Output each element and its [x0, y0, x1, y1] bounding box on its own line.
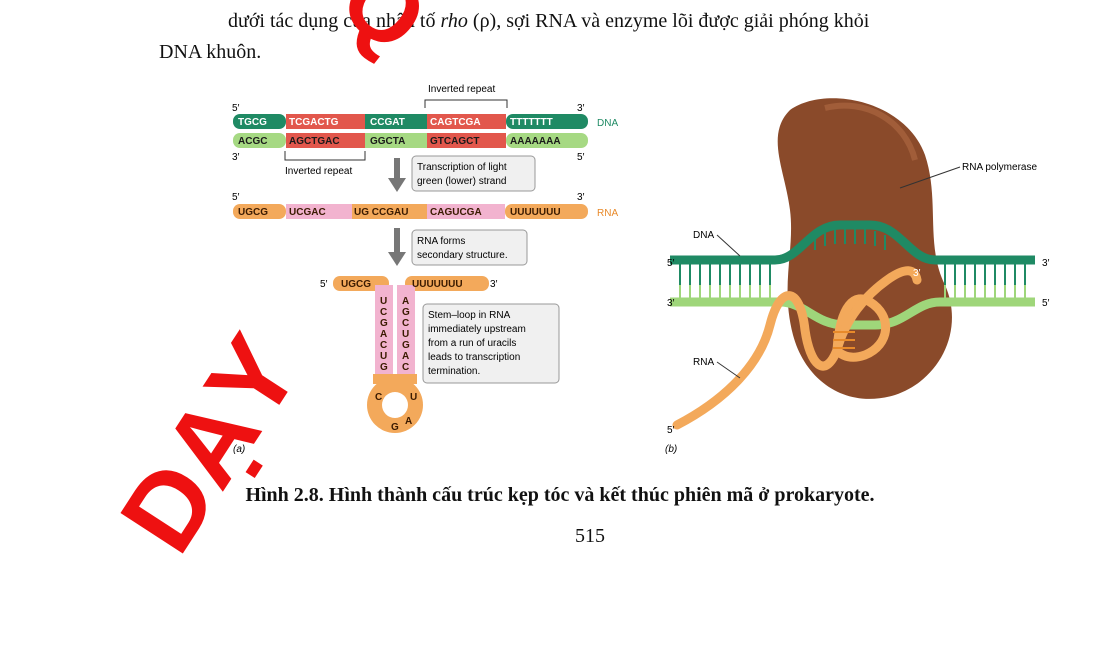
line1-text-before: dưới tác dụng của nhân tố — [228, 10, 441, 32]
stem-left-6: U — [380, 351, 387, 362]
dna-label-b: DNA — [693, 230, 714, 241]
inverted-repeat-top-label: Inverted repeat — [428, 84, 495, 95]
rna-seq-2: UCGAC — [289, 207, 326, 218]
stem-right-1: A — [402, 296, 409, 307]
box1-line-2: green (lower) strand — [417, 176, 506, 187]
rna-label-b: RNA — [693, 357, 714, 368]
box2-line-2: secondary structure. — [417, 250, 508, 261]
dna-top-3prime: 3′ — [577, 103, 585, 114]
loop-base-4: U — [410, 392, 417, 403]
dna-bottom-seq-5: AAAAAAA — [510, 136, 561, 147]
rna-strand-b — [672, 266, 922, 430]
panel-a: Inverted repeat 5′ 3′ TGCG TCGACTG CCGAT… — [232, 84, 618, 455]
arrow-1 — [388, 158, 406, 192]
dna-label: DNA — [597, 118, 618, 129]
stem-left-5: C — [380, 340, 387, 351]
stem-left-7: G — [380, 362, 388, 373]
b-rna-5prime: 5′ — [667, 425, 675, 436]
box2-line-1: RNA forms — [417, 236, 465, 247]
stem-left-1: U — [380, 296, 387, 307]
dna-top-seq-5: TTTTTTT — [510, 117, 553, 128]
paragraph-line-2: DNA khuôn. — [159, 41, 262, 63]
rna-polymerase-label: RNA polymerase — [962, 162, 1037, 173]
panel-b-label: (b) — [665, 444, 677, 455]
dna-bottom-strand: ACGC AGCTGAC GGCTA GTCAGCT AAAAAAA — [233, 133, 588, 148]
watermark-top-fragment: Q — [321, 0, 447, 74]
b-dna-bottom-5prime: 5′ — [1042, 298, 1050, 309]
rho-italic: rho — [440, 10, 468, 32]
rna-seq-4: CAGUCGA — [430, 207, 482, 218]
dna-bottom-seq-4: GTCAGCT — [430, 136, 479, 147]
stem-right-6: A — [402, 351, 409, 362]
dna-top-seq-3: CCGAT — [370, 117, 405, 128]
stem-right-4: U — [402, 329, 409, 340]
dna-bottom-seq-3: GGCTA — [370, 136, 405, 147]
stem-left-4: A — [380, 329, 387, 340]
transcription-termination-figure: Inverted repeat 5′ 3′ TGCG TCGACTG CCGAT… — [232, 84, 1050, 455]
dna-bottom-seq-1: ACGC — [238, 136, 267, 147]
b-dna-bottom-3prime: 3′ — [667, 298, 675, 309]
box3-line-1: Stem–loop in RNA — [428, 310, 511, 321]
panel-a-label: (a) — [233, 444, 245, 455]
stem-right-2: G — [402, 307, 410, 318]
rna-hairpin: UGCG UUUUUUU U C G A C U G A G C U G A C… — [333, 276, 489, 433]
box-transcription: Transcription of light green (lower) str… — [411, 155, 536, 192]
stem-right-3: C — [402, 318, 409, 329]
dna-top-seq-4: CAGTCGA — [430, 117, 481, 128]
dna-top-strand: TGCG TCGACTG CCGAT CAGTCGA TTTTTTT — [233, 114, 588, 129]
box-stem-loop: Stem–loop in RNA immediately upstream fr… — [422, 303, 560, 384]
line1-text-after: (ρ), sợi RNA và enzyme lõi được giải phó… — [467, 10, 870, 32]
hairpin-5-seq: UGCG — [341, 279, 371, 290]
b-dna-top-5prime: 5′ — [667, 258, 675, 269]
arrow-2 — [388, 228, 406, 266]
loop-base-1: C — [375, 392, 382, 403]
b-dna-top-3prime: 3′ — [1042, 258, 1050, 269]
box3-line-4: leads to transcription — [428, 352, 520, 363]
dna-top-5prime: 5′ — [232, 103, 240, 114]
inverted-repeat-bottom-label: Inverted repeat — [285, 166, 352, 177]
dna-bottom-seq-2: AGCTGAC — [289, 136, 340, 147]
rna-seq-5: UUUUUUU — [510, 207, 561, 218]
dna-top-seq-1: TGCG — [238, 117, 267, 128]
figure-caption: Hình 2.8. Hình thành cấu trúc kẹp tóc và… — [245, 484, 875, 506]
rna-seq-1: UGCG — [238, 207, 268, 218]
loop-base-3: A — [405, 416, 412, 427]
stem-left-2: C — [380, 307, 387, 318]
box3-line-2: immediately upstream — [428, 324, 526, 335]
dna-duplex — [670, 220, 1035, 330]
stem-right-7: C — [402, 362, 409, 373]
panel-b: RNA polymerase DNA RNA 5′ 3′ 3′ 5′ 5′ 3′… — [665, 98, 1050, 455]
box-secondary-structure: RNA forms secondary structure. — [411, 229, 528, 266]
stem-left-3: G — [380, 318, 388, 329]
rna-seq-3: UG CCGAU — [354, 207, 408, 218]
dna-bottom-5prime: 5′ — [577, 152, 585, 163]
hairpin-3prime: 3′ — [490, 279, 498, 290]
page-number: 515 — [575, 525, 605, 547]
rna-strand: UGCG UCGAC UG CCGAU CAGUCGA UUUUUUU — [233, 204, 588, 219]
b-rna-3prime-end: 3′ — [913, 268, 921, 279]
paragraph-line-1: dưới tác dụng của nhân tố rho (ρ), sợi R… — [228, 9, 869, 33]
rna-5prime: 5′ — [232, 192, 240, 203]
hairpin-3-seq: UUUUUUU — [412, 279, 463, 290]
loop-base-2: G — [391, 422, 399, 433]
box3-line-5: termination. — [428, 366, 480, 377]
stem-right-5: G — [402, 340, 410, 351]
box1-line-1: Transcription of light — [417, 162, 507, 173]
hairpin-5prime: 5′ — [320, 279, 328, 290]
rna-label: RNA — [597, 208, 618, 219]
box3-line-3: from a run of uracils — [428, 338, 516, 349]
dna-bottom-3prime: 3′ — [232, 152, 240, 163]
dna-top-seq-2: TCGACTG — [289, 117, 339, 128]
rna-3prime: 3′ — [577, 192, 585, 203]
